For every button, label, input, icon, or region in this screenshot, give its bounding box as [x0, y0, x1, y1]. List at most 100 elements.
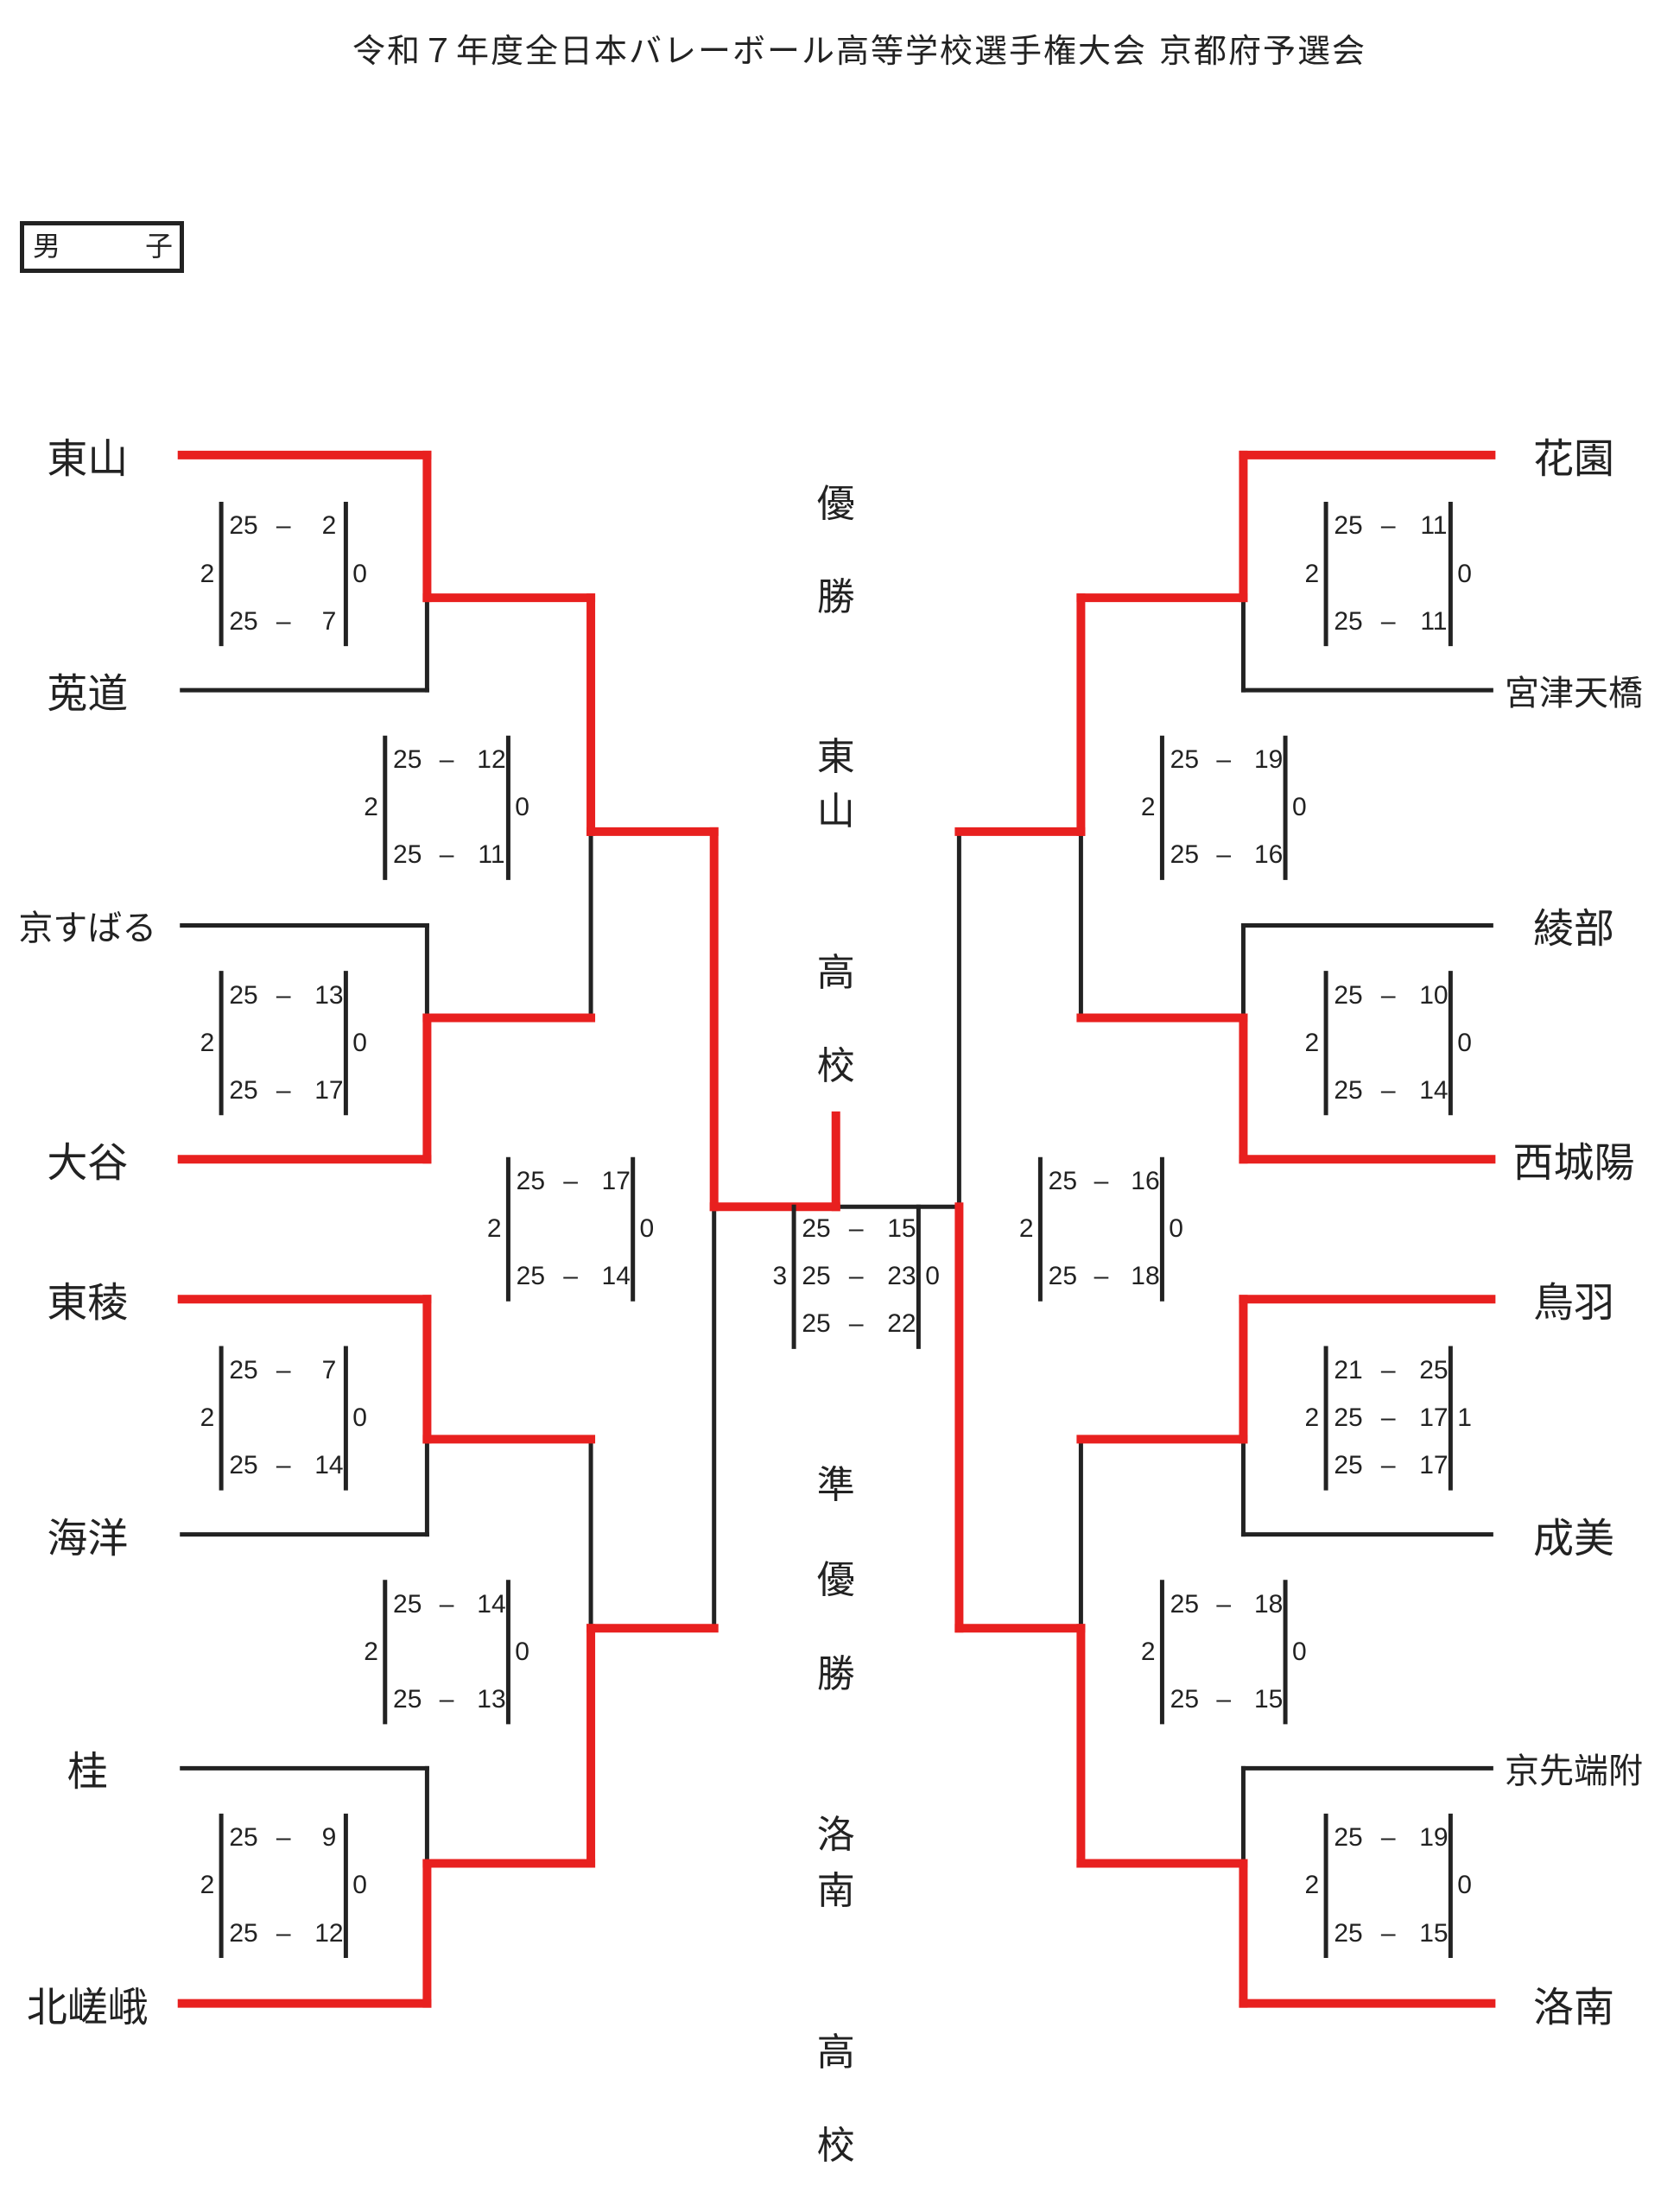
champion-label: 優	[816, 481, 855, 526]
set-score-dash: –	[1094, 1262, 1109, 1291]
set-score-loser: 17	[601, 1167, 631, 1196]
runner-up-name: 高	[816, 2030, 855, 2075]
set-score-loser: 11	[1420, 511, 1448, 541]
loser-sets-count: 0	[1291, 793, 1307, 822]
set-score-dash: –	[1094, 1167, 1109, 1196]
team-name-left: 北嵯峨	[26, 1984, 149, 2032]
set-score-loser: 7	[321, 606, 337, 636]
set-score-loser: 18	[1253, 1589, 1284, 1619]
champion-label: 勝	[816, 575, 855, 620]
team-name-left: 海洋	[47, 1515, 129, 1563]
set-score-dash: –	[439, 1684, 454, 1714]
team-name-right: 成美	[1532, 1515, 1614, 1563]
set-score-loser: 17	[1419, 1451, 1449, 1480]
set-score-loser: 15	[887, 1214, 916, 1244]
set-score-winner: 25	[229, 511, 258, 541]
set-score-loser: 12	[477, 745, 506, 775]
set-score-dash: –	[1380, 606, 1396, 636]
runner-up-label: 準	[816, 1463, 855, 1508]
champion-name: 校	[816, 1044, 855, 1089]
set-score-winner: 25	[1334, 606, 1363, 636]
winner-sets-count: 2	[1304, 559, 1320, 588]
set-score-loser: 11	[1420, 606, 1448, 636]
set-score-dash: –	[276, 1075, 291, 1105]
loser-sets-count: 1	[1457, 1403, 1472, 1433]
set-score-winner: 25	[229, 1451, 258, 1480]
set-score-dash: –	[1216, 1684, 1232, 1714]
set-score-winner: 25	[802, 1309, 831, 1339]
runner-up-name: 南	[816, 1869, 855, 1914]
loser-sets-count: 0	[1457, 559, 1472, 588]
set-score-loser: 9	[321, 1823, 337, 1853]
set-score-loser: 10	[1419, 980, 1449, 1010]
winner-sets-count: 3	[772, 1262, 788, 1291]
set-score-loser: 17	[314, 1075, 344, 1105]
team-name-left: 京すばる	[18, 909, 157, 949]
division-label-char: 男	[33, 230, 61, 263]
set-score-dash: –	[1380, 1918, 1396, 1948]
set-score-loser: 13	[477, 1684, 506, 1714]
set-score-loser: 14	[314, 1451, 344, 1480]
set-score-winner: 25	[802, 1262, 831, 1291]
set-score-dash: –	[439, 745, 454, 775]
loser-sets-count: 0	[515, 1637, 529, 1666]
set-score-dash: –	[276, 1451, 291, 1480]
loser-sets-count: 0	[1457, 1028, 1472, 1057]
set-score-winner: 25	[1334, 1403, 1363, 1433]
team-name-left: 莵道	[47, 670, 129, 719]
set-score-loser: 2	[321, 511, 337, 541]
team-name-right: 鳥羽	[1532, 1279, 1614, 1327]
set-score-winner: 25	[229, 980, 258, 1010]
set-score-loser: 13	[314, 980, 344, 1010]
set-score-dash: –	[276, 606, 291, 636]
team-name-left: 東山	[47, 435, 129, 484]
set-score-winner: 25	[229, 606, 258, 636]
set-score-winner: 25	[1334, 1823, 1363, 1853]
loser-sets-count: 0	[352, 1403, 367, 1433]
set-score-dash: –	[1216, 745, 1232, 775]
set-score-dash: –	[276, 1355, 291, 1384]
set-score-loser: 18	[1131, 1262, 1160, 1291]
set-score-loser: 16	[1253, 840, 1284, 870]
set-score-winner: 21	[1334, 1355, 1363, 1384]
winner-sets-count: 2	[1140, 1637, 1156, 1666]
set-score-dash: –	[439, 840, 454, 870]
team-name-right: 京先端附	[1504, 1752, 1643, 1792]
set-score-winner: 25	[229, 1823, 258, 1853]
set-score-winner: 25	[1048, 1262, 1078, 1291]
division-label-box: 男 子	[20, 221, 184, 273]
loser-sets-count: 0	[639, 1214, 655, 1244]
runner-up-label: 勝	[816, 1651, 855, 1696]
set-score-dash: –	[1380, 1823, 1396, 1853]
loser-sets-count: 0	[515, 793, 529, 822]
set-score-loser: 22	[887, 1309, 916, 1339]
set-score-loser: 25	[1419, 1355, 1449, 1384]
winner-sets-count: 2	[1304, 1028, 1320, 1057]
set-score-loser: 19	[1253, 745, 1284, 775]
set-score-dash: –	[276, 1918, 291, 1948]
set-score-dash: –	[276, 1823, 291, 1853]
set-score-dash: –	[1380, 1355, 1396, 1384]
set-score-winner: 25	[1170, 1684, 1200, 1714]
loser-sets-count: 0	[925, 1262, 940, 1291]
loser-sets-count: 0	[1169, 1214, 1183, 1244]
winner-sets-count: 2	[364, 1637, 378, 1666]
runner-up-name: 校	[816, 2124, 855, 2169]
winner-sets-count: 2	[1304, 1403, 1320, 1433]
set-score-loser: 15	[1253, 1684, 1284, 1714]
set-score-dash: –	[1380, 1403, 1396, 1433]
set-score-dash: –	[276, 980, 291, 1010]
team-name-right: 洛南	[1532, 1984, 1614, 2032]
set-score-dash: –	[1380, 511, 1396, 541]
set-score-loser: 14	[1419, 1075, 1449, 1105]
set-score-loser: 19	[1419, 1823, 1449, 1853]
set-score-winner: 25	[393, 1589, 422, 1619]
set-score-loser: 17	[1419, 1403, 1449, 1433]
set-score-winner: 25	[1048, 1167, 1078, 1196]
set-score-dash: –	[276, 511, 291, 541]
winner-sets-count: 2	[364, 793, 378, 822]
team-name-left: 桂	[67, 1748, 108, 1796]
set-score-winner: 25	[1334, 1918, 1363, 1948]
team-name-right: 西城陽	[1512, 1139, 1635, 1188]
team-name-right: 花園	[1532, 435, 1614, 484]
